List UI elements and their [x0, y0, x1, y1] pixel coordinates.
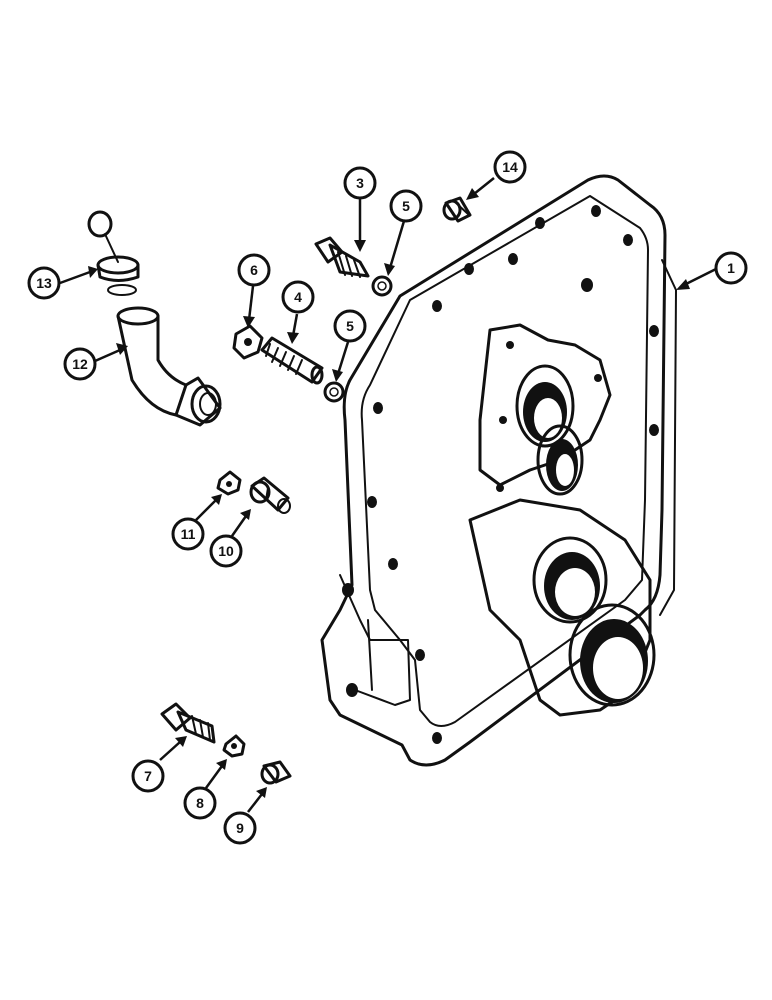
- callout-13: 13: [27, 266, 61, 300]
- callout-4: 4: [281, 280, 315, 314]
- callout-5-upper: 5: [389, 189, 423, 223]
- svg-text:4: 4: [294, 289, 302, 305]
- bushing-part-9: [260, 760, 292, 785]
- nut-part-8: [222, 734, 246, 758]
- sender-part-10: [249, 476, 291, 514]
- svg-text:10: 10: [218, 543, 234, 559]
- svg-text:5: 5: [402, 198, 410, 214]
- nut-part-6: [232, 324, 264, 360]
- bolt-part-7: [160, 702, 216, 744]
- callout-10: 10: [209, 534, 243, 568]
- callout-8: 8: [183, 786, 217, 820]
- callout-11: 11: [171, 517, 205, 551]
- housing-cover-part: [320, 174, 677, 767]
- callout-6: 6: [237, 253, 271, 287]
- plug-part-14: [442, 196, 472, 223]
- svg-text:11: 11: [181, 526, 196, 542]
- callout-1: 1: [714, 251, 748, 285]
- lock-washer-part-5-lower: [323, 381, 345, 403]
- svg-text:1: 1: [727, 260, 735, 276]
- svg-text:9: 9: [236, 820, 244, 836]
- svg-text:12: 12: [72, 356, 88, 372]
- svg-text:6: 6: [250, 262, 258, 278]
- callout-12: 12: [63, 347, 97, 381]
- svg-text:14: 14: [502, 159, 518, 175]
- stud-part-4: [260, 336, 324, 385]
- elbow-tube-part-12: [116, 306, 222, 427]
- bolt-part-3: [314, 236, 370, 278]
- callout-3: 3: [343, 166, 377, 200]
- svg-text:3: 3: [356, 175, 364, 191]
- leader-lines: [59, 177, 717, 813]
- svg-text:7: 7: [144, 768, 152, 784]
- flange-bolt-holes: [367, 205, 659, 744]
- callout-5-lower: 5: [333, 309, 367, 343]
- callout-9: 9: [223, 811, 257, 845]
- nut-part-11: [216, 470, 242, 496]
- svg-text:8: 8: [196, 795, 204, 811]
- svg-text:13: 13: [36, 275, 52, 291]
- dipstick-part-13: [87, 210, 140, 296]
- callout-14: 14: [493, 150, 527, 184]
- svg-text:5: 5: [346, 318, 354, 334]
- lock-washer-part-5-upper: [371, 275, 393, 297]
- callout-7: 7: [131, 759, 165, 793]
